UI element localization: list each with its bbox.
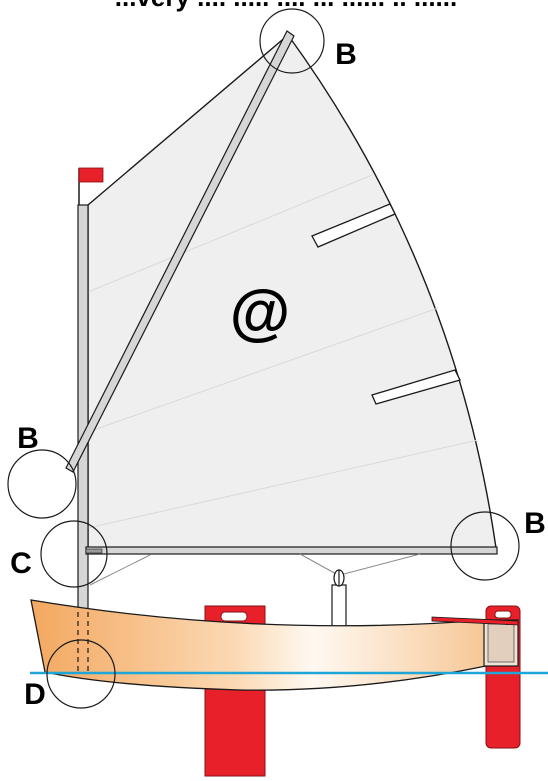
burgee-flag	[78, 167, 104, 205]
batten-lower	[371, 369, 461, 405]
boom	[85, 546, 498, 555]
hull	[30, 599, 487, 691]
mainsheet-block	[331, 569, 347, 630]
label-b-top: B	[335, 38, 357, 71]
callout-circle-top	[259, 8, 325, 74]
sail-symbol: @	[230, 278, 290, 347]
label-c: C	[10, 547, 32, 580]
header-text: ...very .... ..... .... ... ...... .. ..…	[115, 0, 457, 12]
sprit	[65, 30, 295, 473]
rigging-lines	[89, 553, 421, 586]
callout-circle-clew	[450, 511, 520, 581]
sail	[87, 33, 497, 549]
callout-circle-gooseneck	[40, 520, 108, 588]
label-b-left: B	[17, 422, 39, 455]
tiller-and-rudder-head	[431, 616, 519, 667]
label-d: D	[24, 678, 46, 711]
label-b-right: B	[524, 507, 546, 540]
callout-circle-left	[7, 449, 77, 519]
tiller	[431, 616, 519, 626]
callout-circle-mast-step	[46, 639, 116, 709]
batten-upper	[311, 203, 396, 248]
